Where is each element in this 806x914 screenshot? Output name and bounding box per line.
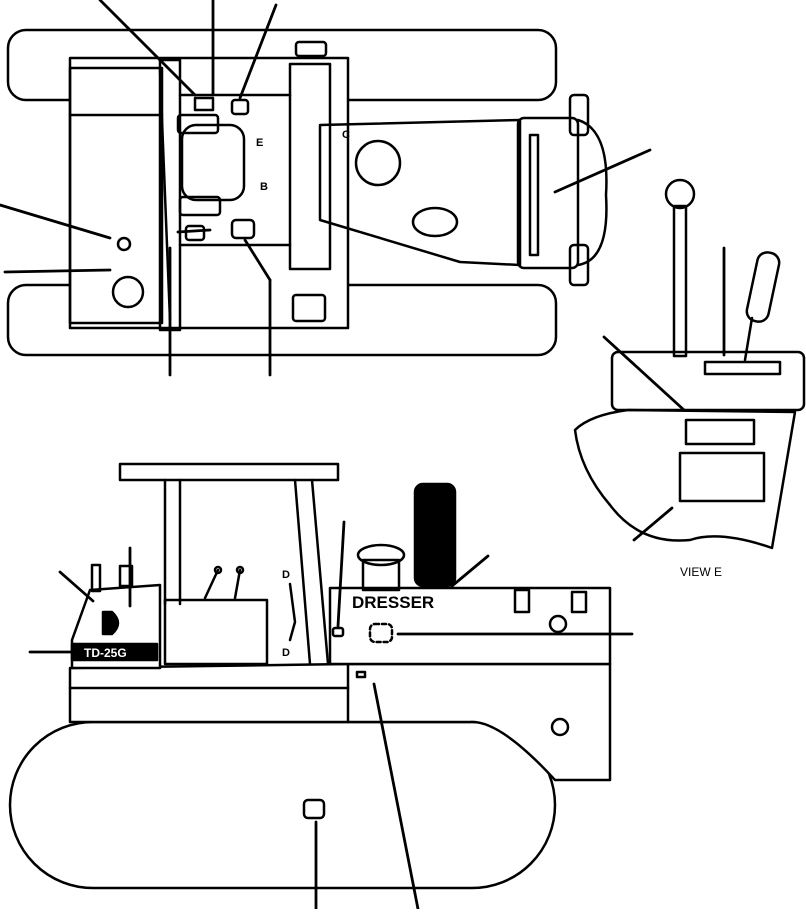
exhaust-stack	[413, 482, 457, 588]
control-lever-handle	[745, 251, 781, 323]
text-labels: B C D D E DRESSER TD-25G VIEW E	[84, 129, 722, 660]
side-view	[8, 462, 612, 890]
label-d-top: D	[282, 569, 290, 581]
brand-decal: DRESSER	[352, 593, 434, 612]
dresser-logo-mark	[101, 610, 120, 636]
label-d-bottom: D	[282, 647, 290, 659]
engine-hood-top	[318, 118, 522, 267]
canopy-roof	[118, 462, 340, 482]
view-e-decal-small	[684, 418, 756, 446]
label-b: B	[260, 181, 268, 193]
side-track	[8, 720, 557, 890]
control-knob	[664, 178, 696, 210]
console-top	[610, 350, 806, 412]
rear-housing	[516, 116, 580, 270]
rops-left	[288, 62, 332, 271]
top-view	[6, 28, 608, 357]
label-c: C	[342, 129, 350, 141]
operator-seat	[180, 123, 246, 202]
radiator-area	[68, 66, 164, 325]
view-e-decal-large	[678, 451, 766, 503]
label-e: E	[256, 137, 263, 149]
view-e-detail	[573, 178, 806, 550]
engine-hood-side	[328, 586, 612, 666]
view-e-caption: VIEW E	[680, 565, 722, 579]
model-decal: TD-25G	[84, 646, 127, 660]
main-body-side	[68, 662, 612, 782]
leader-lines	[0, 0, 726, 911]
